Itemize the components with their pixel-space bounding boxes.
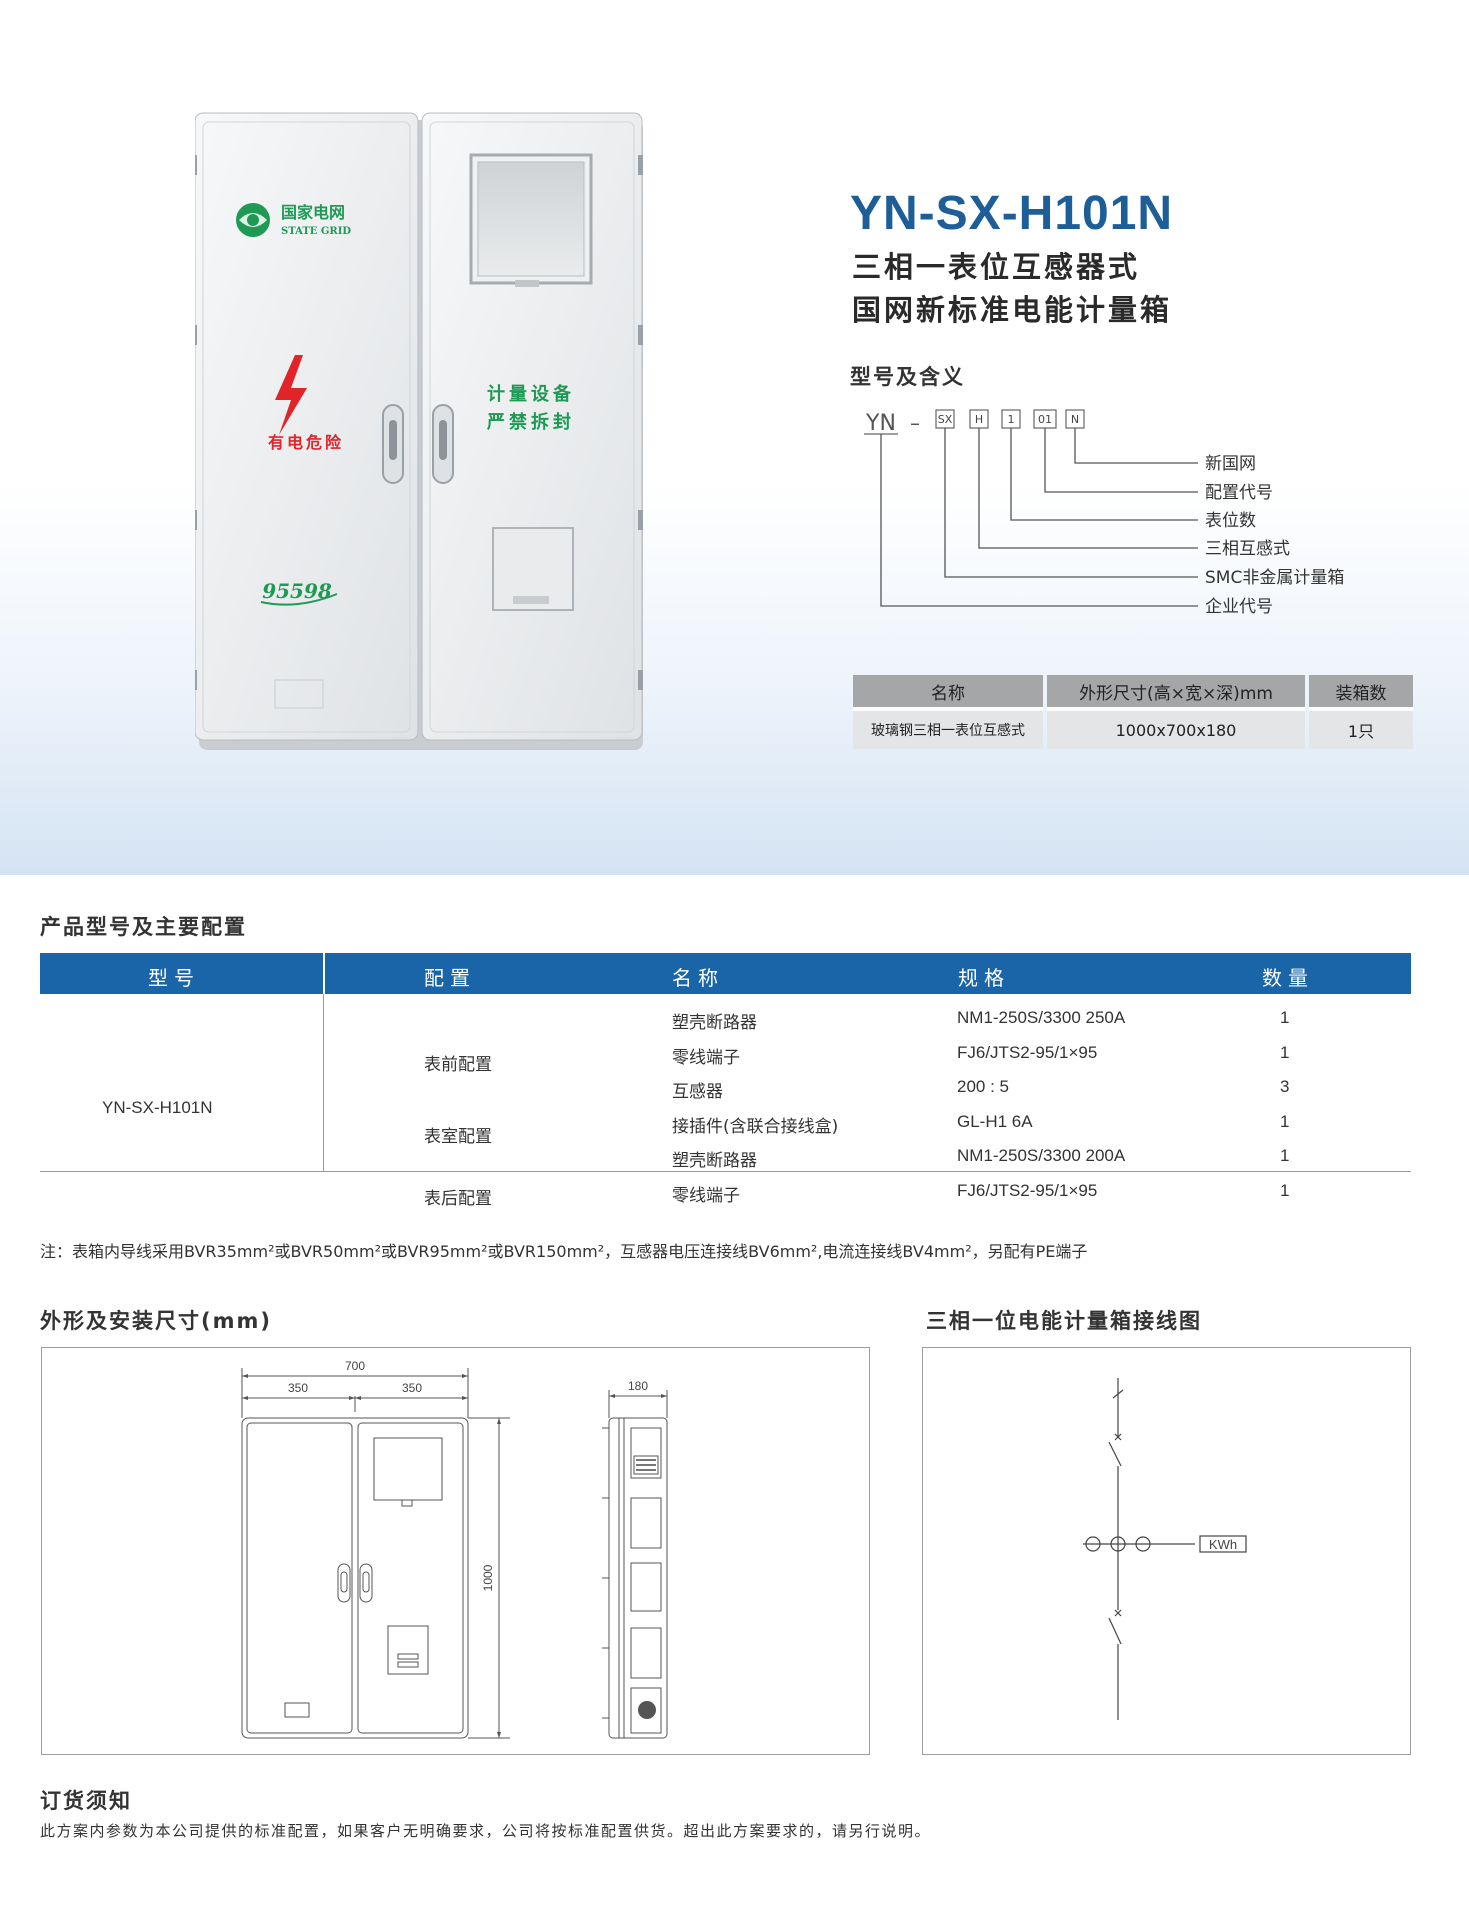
config-row-2-spec: FJ6/JTS2-95/1×95 bbox=[957, 1043, 1098, 1062]
config-row-3-qty: 3 bbox=[1280, 1077, 1290, 1096]
config-table: 型号 配置 名称 规格 数量 YN-SX-H101N 表前配置 表室配置 表后配… bbox=[40, 953, 1411, 1221]
config-row-3-spec: 200 : 5 bbox=[957, 1077, 1009, 1096]
config-header-name: 名称 bbox=[672, 966, 724, 990]
meaning-new-grid: 新国网 bbox=[1205, 454, 1256, 474]
brand-cn: 国家电网 bbox=[281, 203, 345, 222]
hero-section: 国家电网 STATE GRID 有电危险 95598 计量设备 严禁拆封 YN-… bbox=[0, 0, 1469, 875]
spec-table: 名称 外形尺寸(高×宽×深)mm 装箱数 玻璃钢三相一表位互感式 1000x70… bbox=[849, 675, 1417, 749]
dim-depth-label: 180 bbox=[628, 1379, 648, 1393]
config-group-front: 表前配置 bbox=[424, 1055, 492, 1075]
code-box-h: H bbox=[975, 413, 983, 426]
meaning-smc-box: SMC非金属计量箱 bbox=[1205, 568, 1344, 588]
config-section-title: 产品型号及主要配置 bbox=[40, 915, 247, 939]
dimensions-title: 外形及安装尺寸(mm) bbox=[40, 1309, 272, 1333]
code-box-sx: SX bbox=[938, 413, 953, 426]
spec-cell-name: 玻璃钢三相一表位互感式 bbox=[853, 711, 1043, 749]
code-box-n: N bbox=[1071, 413, 1079, 426]
meaning-company-code: 企业代号 bbox=[1205, 597, 1273, 617]
dimension-drawing-panel: 700 350 350 180 1000 bbox=[41, 1347, 870, 1755]
config-row-5-name: 塑壳断路器 bbox=[672, 1151, 757, 1171]
config-row-5-qty: 1 bbox=[1280, 1146, 1290, 1165]
product-subtitle-line-2: 国网新标准电能计量箱 bbox=[852, 293, 1173, 327]
wiring-diagram-title: 三相一位电能计量箱接线图 bbox=[926, 1309, 1202, 1333]
spec-cell-pack: 1只 bbox=[1309, 711, 1413, 749]
config-group-rear: 表后配置 bbox=[424, 1189, 492, 1209]
config-row-6-qty: 1 bbox=[1280, 1181, 1290, 1200]
notice-line-1: 计量设备 bbox=[487, 383, 575, 405]
lightning-warning-icon bbox=[275, 355, 307, 435]
dim-height-label: 1000 bbox=[481, 1564, 495, 1591]
spec-header-pack: 装箱数 bbox=[1309, 675, 1413, 711]
config-row-1-spec: NM1-250S/3300 250A bbox=[957, 1008, 1126, 1027]
config-header-model: 型号 bbox=[148, 966, 200, 990]
config-row-4-qty: 1 bbox=[1280, 1112, 1290, 1131]
config-row-5-spec: NM1-250S/3300 200A bbox=[957, 1146, 1126, 1165]
config-table-header: 型号 配置 名称 规格 数量 bbox=[40, 953, 1411, 994]
product-subtitle-line-1: 三相一表位互感器式 bbox=[852, 250, 1141, 284]
wiring-diagram: KWh bbox=[1083, 1378, 1247, 1720]
dim-right-half-label: 350 bbox=[402, 1381, 422, 1395]
config-row-6-name: 零线端子 bbox=[672, 1186, 740, 1206]
config-row-3-name: 互感器 bbox=[672, 1082, 723, 1102]
danger-warning-text: 有电危险 bbox=[268, 433, 344, 452]
meaning-three-phase: 三相互感式 bbox=[1205, 539, 1290, 559]
order-notes-text: 此方案内参数为本公司提供的标准配置，如果客户无明确要求，公司将按标准配置供货。超… bbox=[40, 1822, 932, 1840]
dim-left-half-label: 350 bbox=[288, 1381, 308, 1395]
door-handles bbox=[382, 404, 454, 484]
model-meaning-title: 型号及含义 bbox=[850, 365, 965, 389]
wiring-note: 注：表箱内导线采用BVR35mm²或BVR50mm²或BVR95mm²或BVR1… bbox=[40, 1242, 1088, 1261]
config-row-2-qty: 1 bbox=[1280, 1043, 1290, 1062]
config-header-qty: 数量 bbox=[1262, 966, 1314, 990]
config-row-1-qty: 1 bbox=[1280, 1008, 1290, 1027]
order-notes-title: 订货须知 bbox=[40, 1789, 132, 1813]
dim-width-label: 700 bbox=[345, 1359, 365, 1373]
state-grid-logo bbox=[236, 203, 270, 237]
product-model-title: YN-SX-H101N bbox=[850, 187, 1174, 240]
model-code-diagram: YN – SX H 1 01 N 新国网 bbox=[864, 409, 1344, 617]
config-row-4-name: 接插件(含联合接线盒) bbox=[672, 1117, 839, 1137]
dimension-drawing: 700 350 350 180 1000 bbox=[241, 1359, 668, 1739]
code-dash: – bbox=[910, 411, 920, 435]
meter-kwh-label: KWh bbox=[1209, 1537, 1237, 1552]
meaning-meter-count: 表位数 bbox=[1205, 511, 1256, 531]
code-box-01: 01 bbox=[1038, 413, 1052, 426]
code-box-1: 1 bbox=[1008, 413, 1015, 426]
spec-header-size: 外形尺寸(高×宽×深)mm bbox=[1047, 675, 1305, 711]
cabinet-photo: 国家电网 STATE GRID 有电危险 95598 计量设备 严禁拆封 bbox=[195, 112, 643, 750]
brand-en: STATE GRID bbox=[281, 226, 351, 237]
config-model-cell: YN-SX-H101N bbox=[102, 1098, 213, 1117]
wiring-diagram-panel: KWh bbox=[922, 1347, 1411, 1755]
meaning-config-code: 配置代号 bbox=[1205, 483, 1273, 503]
config-row-2-name: 零线端子 bbox=[672, 1048, 740, 1068]
config-header-config: 配置 bbox=[424, 966, 476, 990]
spec-header-name: 名称 bbox=[853, 675, 1043, 711]
config-row-6-spec: FJ6/JTS2-95/1×95 bbox=[957, 1181, 1098, 1200]
notice-line-2: 严禁拆封 bbox=[487, 411, 575, 433]
config-row-4-spec: GL-H1 6A bbox=[957, 1112, 1033, 1131]
config-row-1-name: 塑壳断路器 bbox=[672, 1013, 757, 1033]
config-header-spec: 规格 bbox=[958, 966, 1010, 990]
code-prefix: YN bbox=[865, 411, 896, 436]
config-group-meter: 表室配置 bbox=[424, 1127, 492, 1147]
spec-cell-size: 1000x700x180 bbox=[1047, 711, 1305, 749]
